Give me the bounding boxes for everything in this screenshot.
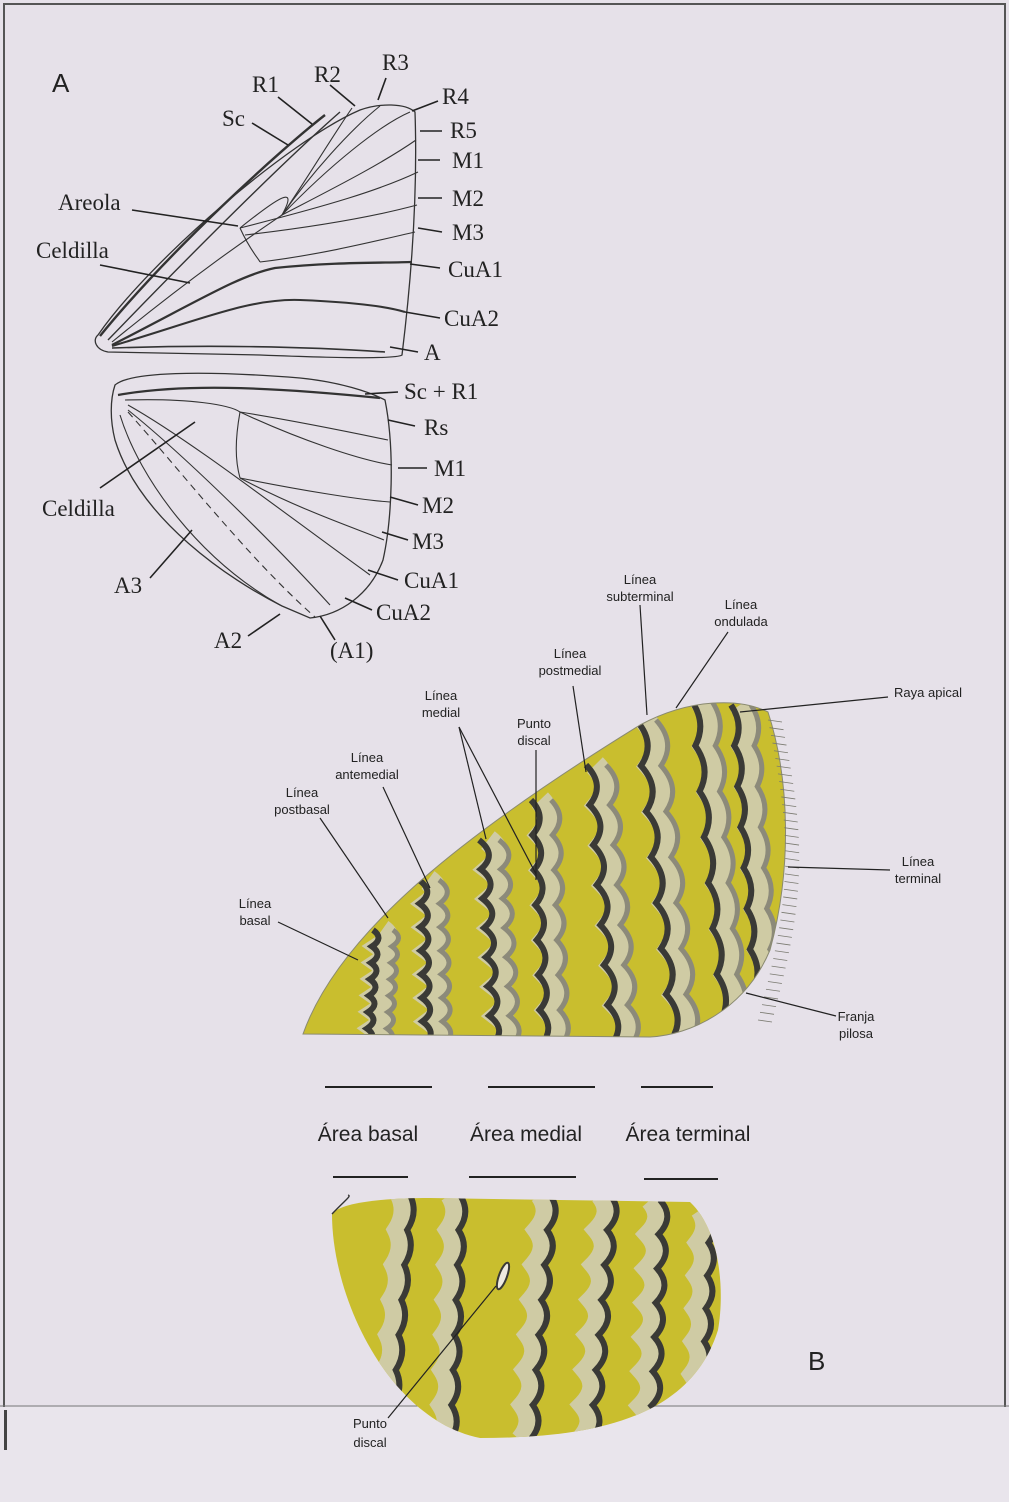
vein-label-rs: Rs xyxy=(424,415,448,440)
vein-label-r2: R2 xyxy=(314,62,341,87)
label-basal-2: basal xyxy=(239,913,270,928)
label-antemedial-2: antemedial xyxy=(335,767,399,782)
forewing-vein-labels: R1 R2 R3 R4 Sc R5 M1 M2 M3 CuA1 CuA2 A A… xyxy=(36,50,503,365)
vein-label-m1: M1 xyxy=(452,148,484,173)
label-franja-1: Franja xyxy=(838,1009,876,1024)
vein-label-m2: M2 xyxy=(452,186,484,211)
vein-label-a: A xyxy=(424,340,441,365)
label-postmedial-1: Línea xyxy=(554,646,587,661)
vein-label-cua1: CuA1 xyxy=(448,257,503,282)
label-subterminal-2: subterminal xyxy=(606,589,673,604)
label-punto-discal-2: discal xyxy=(517,733,550,748)
label-raya-apical: Raya apical xyxy=(894,685,962,700)
vein-label-sc-r1: Sc + R1 xyxy=(404,379,478,404)
panel-a-letter: A xyxy=(52,68,70,98)
area-medial-label: Área medial xyxy=(470,1123,582,1146)
cell-label-hind-celdilla: Celdilla xyxy=(42,496,115,521)
cell-label-celdilla: Celdilla xyxy=(36,238,109,263)
label-medial-2: medial xyxy=(422,705,460,720)
vein-label-r4: R4 xyxy=(442,84,469,109)
label-postmedial-2: postmedial xyxy=(539,663,602,678)
forewing-venation xyxy=(95,105,418,358)
panel-b-letter: B xyxy=(808,1346,825,1376)
hindwing-venation xyxy=(111,373,392,618)
hindwing-pattern xyxy=(332,1195,721,1440)
label-terminal-1: Línea xyxy=(902,854,935,869)
vein-label-a2: A2 xyxy=(214,628,242,653)
vein-label-a3: A3 xyxy=(114,573,142,598)
vein-label-hind-m2: M2 xyxy=(422,493,454,518)
vein-label-r5: R5 xyxy=(450,118,477,143)
label-basal-1: Línea xyxy=(239,896,272,911)
panel-a-leaders xyxy=(100,78,442,640)
label-medial-1: Línea xyxy=(425,688,458,703)
vein-label-sc: Sc xyxy=(222,106,245,131)
label-franja-2: pilosa xyxy=(839,1026,874,1041)
edge-mark xyxy=(4,1410,7,1450)
label-postbasal-1: Línea xyxy=(286,785,319,800)
label-antemedial-1: Línea xyxy=(351,750,384,765)
area-basal-label: Área basal xyxy=(318,1123,418,1146)
vein-label-hind-m1: M1 xyxy=(434,456,466,481)
label-punto-discal-1: Punto xyxy=(517,716,551,731)
area-labels: Área basal Área medial Área terminal xyxy=(318,1123,751,1146)
vein-label-m3: M3 xyxy=(452,220,484,245)
label-terminal-2: terminal xyxy=(895,871,941,886)
label-postbasal-2: postbasal xyxy=(274,802,330,817)
label-subterminal-1: Línea xyxy=(624,572,657,587)
label-hind-punto-1: Punto xyxy=(353,1416,387,1431)
vein-label-hind-m3: M3 xyxy=(412,529,444,554)
vein-label-hind-cua2: CuA2 xyxy=(376,600,431,625)
label-hind-punto-2: discal xyxy=(353,1435,386,1450)
label-ondulada-2: ondulada xyxy=(714,614,768,629)
vein-label-r3: R3 xyxy=(382,50,409,75)
vein-label-a1: (A1) xyxy=(330,638,373,663)
cell-label-areola: Areola xyxy=(58,190,121,215)
vein-label-hind-cua1: CuA1 xyxy=(404,568,459,593)
vein-label-cua2: CuA2 xyxy=(444,306,499,331)
vein-label-r1: R1 xyxy=(252,72,279,97)
area-terminal-label: Área terminal xyxy=(626,1123,751,1146)
label-ondulada-1: Línea xyxy=(725,597,758,612)
